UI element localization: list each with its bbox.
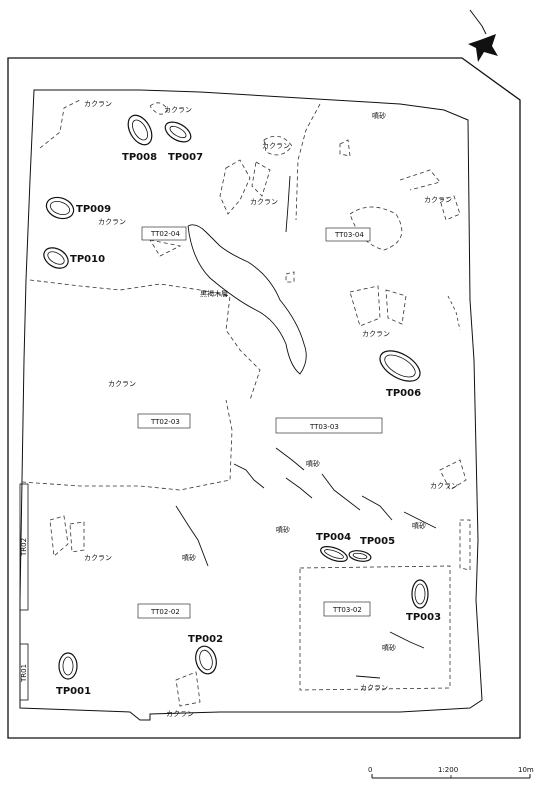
tp-label-tp008: TP008 [122, 152, 157, 163]
tp-label-tp006: TP006 [386, 388, 421, 399]
disturbance-label: カクラン [84, 554, 112, 562]
svg-text:TT02-02: TT02-02 [150, 608, 180, 616]
scale-zero: 0 [368, 766, 372, 774]
scale-bar: 0 1:200 10m [368, 766, 534, 779]
side-label-tr02: TR02 [20, 538, 28, 557]
svg-text:TT02-04: TT02-04 [150, 230, 180, 238]
svg-text:TT03-04: TT03-04 [334, 231, 364, 239]
tp-label-tp004: TP004 [316, 532, 351, 543]
disturbance-label: カクラン [362, 330, 390, 338]
tp-label-tp007: TP007 [168, 152, 203, 163]
dashed-line [447, 295, 461, 331]
trench-strip-tr01 [19, 643, 29, 701]
disturbance-outlines [21, 99, 471, 707]
svg-text:TT03-02: TT03-02 [332, 606, 362, 614]
trench-strip-tr02 [19, 483, 29, 611]
svg-text:TT02-03: TT02-03 [150, 418, 180, 426]
feature-label: 黒褐木層 [200, 289, 228, 298]
tp-label-tp001: TP001 [56, 686, 91, 697]
tp-label-tp002: TP002 [188, 634, 223, 645]
disturbance-label: カクラン [98, 218, 126, 226]
trench-box-tt02-03: TT02-03 [137, 413, 191, 429]
outer-frame [7, 57, 521, 739]
sand-label: 噴砂 [412, 521, 426, 530]
disturbance-label: カクラン [84, 100, 112, 108]
sand-label: 噴砂 [382, 643, 396, 652]
trench-box-tt03-02: TT03-02 [323, 601, 371, 617]
disturbance-label: カクラン [360, 684, 388, 692]
sand-label: 噴砂 [372, 111, 386, 120]
dashed-line [295, 103, 321, 221]
disturbance-label: カクラン [108, 380, 136, 388]
trench-box-tt02-04: TT02-04 [141, 226, 187, 241]
scale-end: 10m [518, 766, 534, 774]
tp-label-tp009: TP009 [76, 204, 111, 215]
svg-text:TT03-03: TT03-03 [309, 423, 339, 431]
disturbance-label: カクラン [424, 196, 452, 204]
tp-label-tp005: TP005 [360, 536, 395, 547]
scale-ratio: 1:200 [438, 766, 458, 774]
sand-label: 噴砂 [306, 459, 320, 468]
trench-box-tt02-02: TT02-02 [137, 603, 191, 619]
test-pit-marks [43, 114, 429, 680]
tp-label-tp010: TP010 [70, 254, 105, 265]
channel-lines [175, 175, 437, 679]
disturbance-label: カクラン [250, 198, 278, 206]
disturbance-label: カクラン [430, 482, 458, 490]
side-label-tr01: TR01 [20, 664, 28, 683]
sand-label: 噴砂 [276, 525, 290, 534]
tp-label-tp003: TP003 [406, 612, 441, 623]
site-boundary [19, 89, 483, 721]
north-arrow-icon [468, 9, 498, 62]
trench-box-tt03-03: TT03-03 [275, 417, 383, 434]
disturbance-label: カクラン [166, 710, 194, 718]
trench-box-tt03-04: TT03-04 [325, 227, 371, 242]
disturbance-label: カクラン [164, 106, 192, 114]
disturbance-label: カクラン [262, 142, 290, 150]
sand-label: 噴砂 [182, 553, 196, 562]
